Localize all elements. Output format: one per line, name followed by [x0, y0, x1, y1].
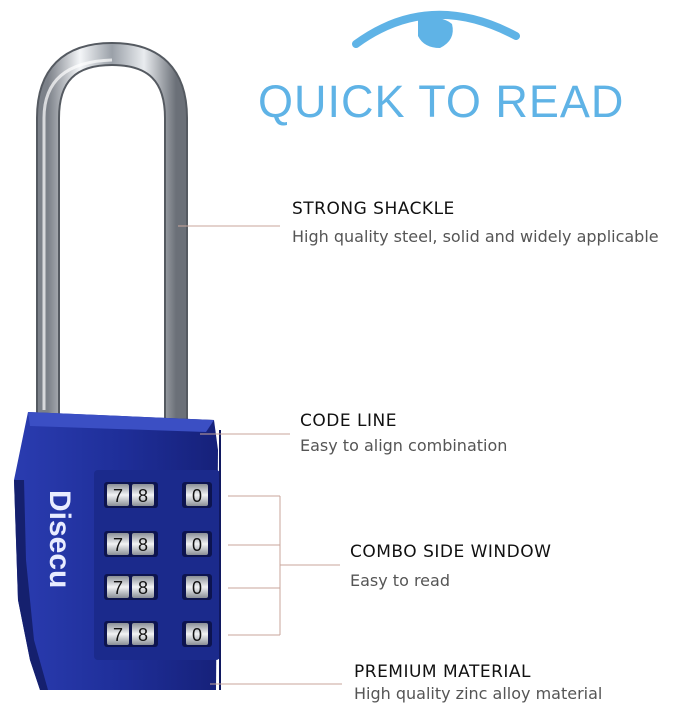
dial-wheel[interactable]	[107, 533, 129, 555]
dial-wheel[interactable]	[132, 484, 154, 506]
headline: QUICK TO READ	[258, 76, 625, 127]
dial-wheel[interactable]	[107, 484, 129, 506]
dial-digit-left: 7	[113, 578, 123, 598]
dial-digit-side: 0	[192, 535, 202, 555]
feature-desc-code-line: Easy to align combination	[300, 436, 508, 455]
feature-title-material: PREMIUM MATERIAL	[354, 662, 532, 682]
shackle	[36, 41, 188, 430]
dial-wheel[interactable]	[132, 576, 154, 598]
dial-digit-left: 7	[113, 486, 123, 506]
dial-wheel[interactable]	[132, 533, 154, 555]
dial-wheel[interactable]	[132, 623, 154, 645]
feature-title-shackle: STRONG SHACKLE	[292, 199, 455, 219]
feature-desc-side-window: Easy to read	[350, 571, 450, 590]
dial-wheel[interactable]	[186, 576, 208, 598]
dial-wheel[interactable]	[107, 623, 129, 645]
brand-logo: Disecu	[43, 490, 76, 588]
leader-lines	[178, 225, 342, 685]
feature-desc-shackle: High quality steel, solid and widely app…	[292, 227, 659, 246]
dial-digit-side: 0	[192, 486, 202, 506]
dial-digit-right: 8	[138, 578, 148, 598]
feature-title-code-line: CODE LINE	[300, 411, 397, 431]
eye-icon	[352, 10, 520, 48]
feature-title-side-window: COMBO SIDE WINDOW	[350, 542, 552, 562]
feature-desc-material: High quality zinc alloy material	[354, 684, 603, 703]
dial-wheel[interactable]	[186, 533, 208, 555]
dial-digit-left: 7	[113, 625, 123, 645]
dial-wheel[interactable]	[186, 623, 208, 645]
dial-digit-side: 0	[192, 625, 202, 645]
dial-wheel[interactable]	[107, 576, 129, 598]
dial-digit-left: 7	[113, 535, 123, 555]
dial-digit-side: 0	[192, 578, 202, 598]
dial-digit-right: 8	[138, 625, 148, 645]
dial-digit-right: 8	[138, 535, 148, 555]
dial-wheel[interactable]	[186, 484, 208, 506]
dial-digit-right: 8	[138, 486, 148, 506]
